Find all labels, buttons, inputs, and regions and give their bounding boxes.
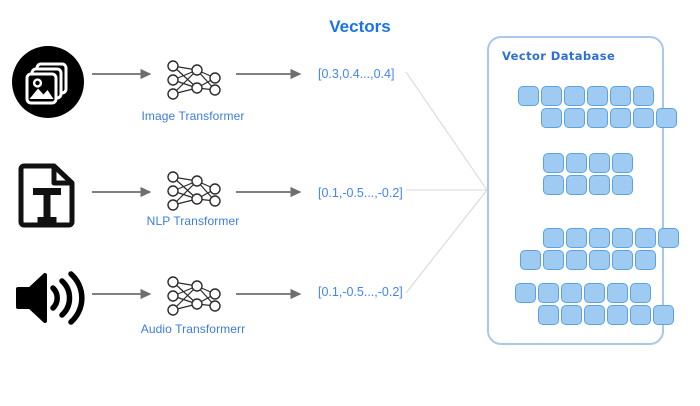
vector-cluster-row [543, 175, 633, 195]
vector-cell [612, 153, 633, 173]
vector-cell [541, 86, 562, 106]
vector-cell [612, 175, 633, 195]
vector-cell [630, 283, 651, 303]
vector-cell [543, 153, 564, 173]
vector-cell [566, 228, 587, 248]
vector-cell [612, 250, 633, 270]
vector-cluster-row [515, 283, 674, 303]
audio-speaker-icon [12, 266, 88, 330]
vector-value-image: [0.3,0.4...,0.4] [318, 67, 395, 81]
vector-value-nlp: [0.1,-0.5...,-0.2] [318, 186, 403, 200]
vector-cell [589, 153, 610, 173]
neural-network-icon [161, 272, 225, 320]
neural-network-icon [161, 56, 225, 104]
vector-cell [566, 153, 587, 173]
vector-cluster-row [541, 108, 677, 128]
vector-cell [566, 250, 587, 270]
connector-line-image [405, 71, 488, 191]
vector-cell [589, 228, 610, 248]
vector-cell [541, 108, 562, 128]
vector-cell [543, 250, 564, 270]
vector-value-audio: [0.1,-0.5...,-0.2] [318, 285, 403, 299]
vector-cluster-row [538, 305, 674, 325]
vector-cell [607, 305, 628, 325]
vector-cluster-row [543, 228, 679, 248]
vector-cluster-row [543, 153, 633, 173]
model-label-audio: Audio Transformerr [140, 322, 246, 336]
vector-cell [635, 250, 656, 270]
vector-cluster [543, 153, 633, 195]
vector-cell [561, 283, 582, 303]
vector-cell [587, 86, 608, 106]
vector-cell [564, 108, 585, 128]
vector-cell [564, 86, 585, 106]
vector-cell [584, 305, 605, 325]
vector-cell [584, 283, 605, 303]
vector-cell [589, 250, 610, 270]
model-label-nlp: NLP Transformer [146, 214, 240, 228]
vector-cell [538, 305, 559, 325]
vector-cell [656, 108, 677, 128]
vector-cell [633, 108, 654, 128]
model-label-image: Image Transformer [141, 109, 245, 123]
vector-cell [607, 283, 628, 303]
text-document-icon [16, 160, 80, 228]
vector-database-label: Vector Database [502, 49, 616, 63]
vector-cluster-row [520, 250, 679, 270]
vector-cell [543, 228, 564, 248]
vector-cell [566, 175, 587, 195]
vector-cell [589, 175, 610, 195]
vector-cell [561, 305, 582, 325]
vector-cell [520, 250, 541, 270]
vector-cell [543, 175, 564, 195]
vector-cell [518, 86, 539, 106]
vector-cell [633, 86, 654, 106]
vector-cell [587, 108, 608, 128]
vector-cell [653, 305, 674, 325]
vector-cluster [515, 283, 674, 325]
vector-cluster-row [518, 86, 677, 106]
vectors-title: Vectors [329, 17, 391, 36]
vector-cluster [520, 228, 679, 270]
vector-cell [610, 86, 631, 106]
vector-cluster [518, 86, 677, 128]
vector-cell [630, 305, 651, 325]
vector-cell [658, 228, 679, 248]
vector-cell [612, 228, 633, 248]
image-stack-icon [12, 46, 84, 118]
vector-cell [515, 283, 536, 303]
neural-network-icon [161, 167, 225, 215]
vector-cell [635, 228, 656, 248]
connector-line-audio [405, 189, 488, 294]
vector-cell [610, 108, 631, 128]
vector-cell [538, 283, 559, 303]
